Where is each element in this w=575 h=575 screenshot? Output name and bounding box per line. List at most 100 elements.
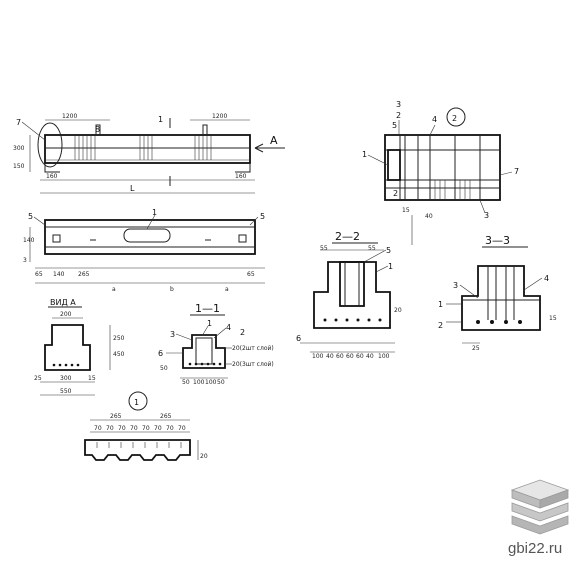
s22-dim-b5: 60 — [356, 353, 364, 360]
d1-dim-t6: 70 — [154, 425, 162, 432]
beam-end-right — [235, 163, 251, 173]
detail-2: 2 1 3 2 5 4 7 2 3 15 40 — [362, 100, 519, 245]
detail-2-hatch — [434, 180, 471, 200]
d1-dim-t4: 70 — [130, 425, 138, 432]
d2-callout-5: 5 — [392, 121, 397, 130]
d1-dim-t7: 70 — [166, 425, 174, 432]
callout-8: 8 — [95, 125, 100, 134]
section-3-3-title: 3—3 — [485, 234, 510, 247]
section-2-2-profile — [313, 261, 391, 329]
leader-d2-7 — [499, 171, 513, 176]
detail-1-marker-circle — [128, 391, 148, 411]
lifting-loop-left — [95, 124, 101, 135]
section-3-3-strands — [476, 320, 522, 324]
plan-plate-left — [52, 234, 61, 243]
plan-callout-5a: 5 — [28, 212, 33, 221]
section-2-2-title: 2—2 — [335, 230, 360, 243]
dim-200: 200 — [60, 311, 72, 318]
detail-2-marker-circle — [446, 107, 466, 127]
section-2-2: 2—2 55 55 5 1 20 6 100 40 60 60 60 40 10… — [296, 230, 402, 360]
leader-1-1-a — [201, 325, 209, 337]
beam-elevation: 1200 1200 300 150 160 160 L A 1 7 8 — [13, 113, 285, 194]
s11-dim-b3: 100 — [205, 379, 217, 386]
dim-length-l: L — [130, 184, 135, 193]
section-mark-label: 1 — [158, 115, 163, 124]
section-3-3-profile — [461, 265, 541, 331]
brand-site: gbi22.ru — [508, 540, 562, 557]
beam-plan: 1 5 5 140 3 65 140 265 a b a 65 — [23, 208, 265, 293]
section-1-1-strands — [188, 362, 222, 366]
leader-1-1-b — [175, 333, 193, 341]
leader-s33-3 — [459, 284, 479, 299]
d2-dim-15: 15 — [402, 207, 410, 214]
s22-dim-b6: 40 — [366, 353, 374, 360]
plan-callout-1: 1 — [152, 208, 157, 217]
leader-d2-2b — [479, 199, 486, 214]
detail-1: 1 265 265 70 70 70 70 70 70 70 70 20 — [84, 391, 208, 461]
view-a-strands — [52, 363, 80, 367]
s11-callout-2: 2 — [240, 328, 245, 337]
stirrup-group-right — [194, 136, 212, 160]
dim-265: 265 — [78, 271, 90, 278]
dim-a-left: a — [112, 286, 116, 293]
s22-dim-side: 20 — [394, 307, 402, 314]
section-1-1-profile — [182, 334, 226, 369]
s11-callout-3: 3 — [170, 330, 175, 339]
s33-callout-3: 3 — [453, 281, 458, 290]
s11-note-top: 20(2шт слой) — [232, 345, 274, 352]
s22-callout-5: 5 — [386, 246, 391, 255]
dim-300: 300 — [13, 145, 25, 152]
stirrup-group-middle — [139, 136, 153, 160]
leader-7 — [21, 121, 46, 141]
s22-dim-b1: 100 — [312, 353, 324, 360]
dim-140-plan: 140 — [23, 237, 35, 244]
d2-dim-40: 40 — [425, 213, 433, 220]
section-2-2-strands — [323, 318, 382, 322]
dim-65-right: 65 — [247, 271, 255, 278]
dim-150: 150 — [13, 163, 25, 170]
leader-2-2-1 — [375, 265, 389, 273]
beam-end-left — [44, 163, 60, 173]
d1-dim-t3: 70 — [118, 425, 126, 432]
view-a-profile — [44, 324, 91, 371]
s22-callout-1: 1 — [388, 262, 393, 271]
s11-note-bottom: 20(3шт слой) — [232, 361, 274, 368]
s33-dim-15: 15 — [549, 315, 557, 322]
dim-1200-right: 1200 — [212, 113, 227, 120]
d1-dim-t2: 70 — [106, 425, 114, 432]
d2-callout-4: 4 — [432, 115, 437, 124]
detail-1-marker: 1 — [134, 398, 139, 407]
s11-dim-b4: 50 — [217, 379, 225, 386]
d2-callout-7: 7 — [514, 167, 519, 176]
detail-2-highlight — [37, 122, 63, 168]
brand-logo — [510, 479, 570, 535]
dim-15: 15 — [88, 375, 96, 382]
dim-140-bottom: 140 — [53, 271, 65, 278]
section-1-1-cage — [195, 337, 213, 365]
d1-dim-t5: 70 — [142, 425, 150, 432]
detail-2-plate — [387, 149, 401, 181]
dim-b: b — [170, 286, 174, 293]
leader-d2-1 — [367, 154, 389, 166]
d2-callout-1: 1 — [362, 150, 367, 159]
plan-body — [44, 219, 256, 255]
s11-callout-1: 1 — [207, 319, 212, 328]
s22-dim-b3: 60 — [336, 353, 344, 360]
s11-dim-50: 50 — [160, 365, 168, 372]
dim-450: 450 — [113, 351, 125, 358]
plan-plate-right — [238, 234, 247, 243]
s22-dim-55b: 55 — [368, 245, 376, 252]
dim-a-right: a — [225, 286, 229, 293]
leader-plan-1 — [146, 214, 156, 230]
s11-dim-b1: 50 — [182, 379, 190, 386]
view-arrow-label: A — [270, 134, 278, 147]
leader-plan-5a — [33, 216, 46, 226]
dim-65-left: 65 — [35, 271, 43, 278]
d2-callout-2b: 2 — [393, 189, 398, 198]
d1-dim-side: 20 — [200, 453, 208, 460]
section-1-1: 1—1 1 3 4 6 2 20(2шт слой) 20(3шт слой) … — [158, 302, 274, 386]
leader-1-1-c — [213, 327, 227, 339]
detail-2-outline — [384, 134, 501, 201]
d2-callout-2: 2 — [396, 111, 401, 120]
